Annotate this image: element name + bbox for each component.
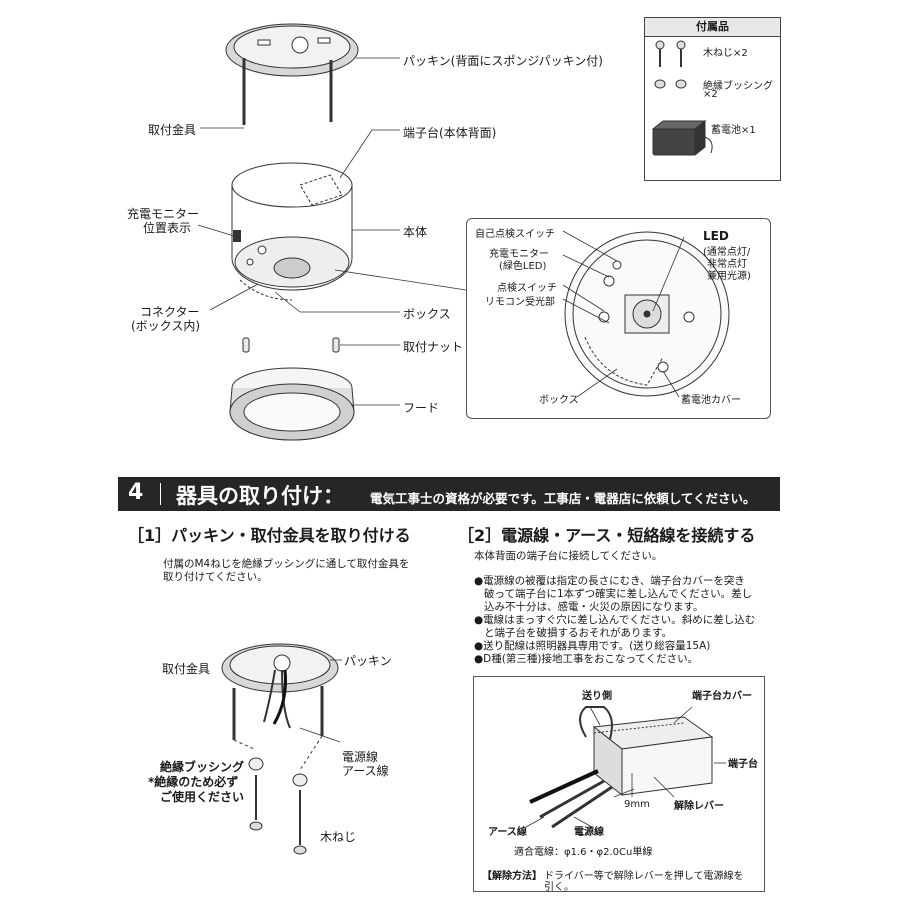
wiring-release-text1: ドライバー等で解除レバーを押して電源線を (544, 871, 744, 882)
step2-heading: ［2］電源線・アース・短絡線を接続する (458, 526, 756, 545)
detail-remote: リモコン受光部 (485, 297, 555, 308)
wiring-send-side: 送り側 (582, 691, 612, 702)
mount-nuts-drawing (242, 337, 340, 353)
section-title: 器具の取り付け： (176, 484, 344, 508)
wiring-release-text2: 引く。 (544, 882, 574, 893)
label-terminal-block: 端子台(本体背面) (403, 126, 497, 140)
label-body: 本体 (403, 225, 428, 239)
step2-bullet-line: ●電源線の被覆は指定の長さにむき、端子台カバーを突き (474, 575, 745, 587)
accessory-wood-screw: 木ねじ×2 (703, 48, 748, 59)
detail-led-note2: 非常点灯 (707, 259, 747, 270)
section-number: 4 (128, 480, 144, 505)
detail-green-led: (緑色LED) (499, 261, 547, 272)
leader-lines (197, 57, 467, 406)
detail-drawing (562, 230, 730, 398)
label-position-display: 位置表示 (143, 221, 192, 235)
section-subtitle: 電気工事士の資格が必要です。工事店・電器店に依頼してください。 (370, 491, 756, 506)
label-charge-monitor: 充電モニター (127, 207, 200, 221)
step1-heading: ［1］パッキン・取付金具を取り付ける (128, 526, 411, 545)
detail-led: LED (703, 229, 729, 243)
accessory-bushing-count: ×2 (703, 89, 718, 100)
detail-led-note3: 兼用光源) (707, 271, 751, 282)
step2-bullet-line: 込み不十分は、感電・火災の原因になります。 (484, 601, 704, 613)
hood-drawing (229, 367, 355, 441)
step2-bullet-line: ●送り配線は照明器具専用です。(送り総容量15A) (474, 640, 711, 652)
wiring-box: 送り側 端子台カバー 端子台 解除レバー 9mm アース線 電源線 適合電線：φ… (473, 676, 765, 893)
step1-text-line1: 付属のM4ねじを絶縁ブッシングに通して取付金具を (163, 558, 410, 570)
detail-box: 自己点検スイッチ 充電モニター (緑色LED) 点検スイッチ リモコン受光部 L… (466, 218, 771, 419)
step1-wood-screw: 木ねじ (320, 830, 357, 844)
step2-bullet-line: ●電線はまっすぐ穴に差し込んでください。斜めに差し込む (474, 614, 756, 626)
wiring-strip-length: 9mm (624, 799, 650, 810)
label-hood: フード (403, 401, 440, 415)
wiring-terminal-cover: 端子台カバー (692, 691, 752, 702)
detail-box-label: ボックス (539, 395, 579, 406)
wiring-release-lever: 解除レバー (674, 801, 724, 812)
wiring-earth-line: アース線 (488, 827, 527, 838)
wiring-drawing (525, 706, 726, 829)
exploded-diagram (197, 23, 467, 441)
step1-drawing (221, 643, 342, 855)
wiring-release-method: 【解除方法】 (482, 871, 542, 882)
step1-packing: パッキン (344, 654, 392, 668)
accessory-battery: 蓄電池×1 (711, 125, 756, 136)
accessories-title: 付属品 (645, 18, 780, 37)
detail-charge-monitor: 充電モニター (489, 249, 549, 260)
detail-battery-cover: 蓄電池カバー (681, 395, 741, 406)
step1-bushing-note2: ご使用ください (160, 790, 245, 804)
step2-bullet-line: ●D種(第三種)接地工事をおこなってください。 (474, 653, 699, 665)
step1-bushing-note: *絶縁のため必ず (148, 775, 239, 789)
wiring-power-line: 電源線 (574, 827, 604, 838)
accessory-bushing: 絶縁ブッシング (703, 81, 773, 92)
accessories-box: 付属品 木ねじ×2 絶縁ブッシング ×2 蓄電池×1 (644, 17, 781, 181)
step1-power-line: 電源線 (342, 750, 379, 764)
accessories-drawing (651, 40, 713, 157)
detail-self-check: 自己点検スイッチ (475, 229, 555, 240)
wiring-terminal-block: 端子台 (728, 759, 758, 770)
label-packing: パッキン(背面にスポンジパッキン付) (403, 54, 603, 68)
step1-earth-line: アース線 (342, 764, 389, 778)
label-box: ボックス (403, 307, 451, 321)
label-mount-nut: 取付ナット (403, 340, 464, 354)
step1-mount-bracket: 取付金具 (162, 662, 211, 676)
section-header: 4 器具の取り付け： 電気工事士の資格が必要です。工事店・電器店に依頼してくださ… (118, 477, 780, 511)
step1-bushing: 絶縁ブッシング (160, 760, 245, 774)
step2-intro: 本体背面の端子台に接続してください。 (474, 550, 663, 562)
mount-bracket-drawing (225, 23, 359, 125)
step1-text-line2: 取り付けてください。 (163, 571, 268, 583)
label-connector: コネクター (140, 305, 200, 319)
detail-check-switch: 点検スイッチ (497, 283, 557, 294)
label-mount-bracket: 取付金具 (148, 123, 197, 137)
section-divider (160, 483, 161, 505)
label-connector-in-box: (ボックス内) (131, 319, 201, 333)
step2-bullet-line: と端子台を破損するおそれがあります。 (484, 627, 672, 639)
step2-bullet-line: 破って端子台に1本ずつ確実に差し込んでください。差し (484, 588, 753, 600)
detail-led-note1: (通常点灯/ (703, 247, 751, 258)
main-body-drawing (231, 162, 353, 301)
wiring-suitable-wire: 適合電線：φ1.6・φ2.0Cu単線 (514, 847, 653, 858)
